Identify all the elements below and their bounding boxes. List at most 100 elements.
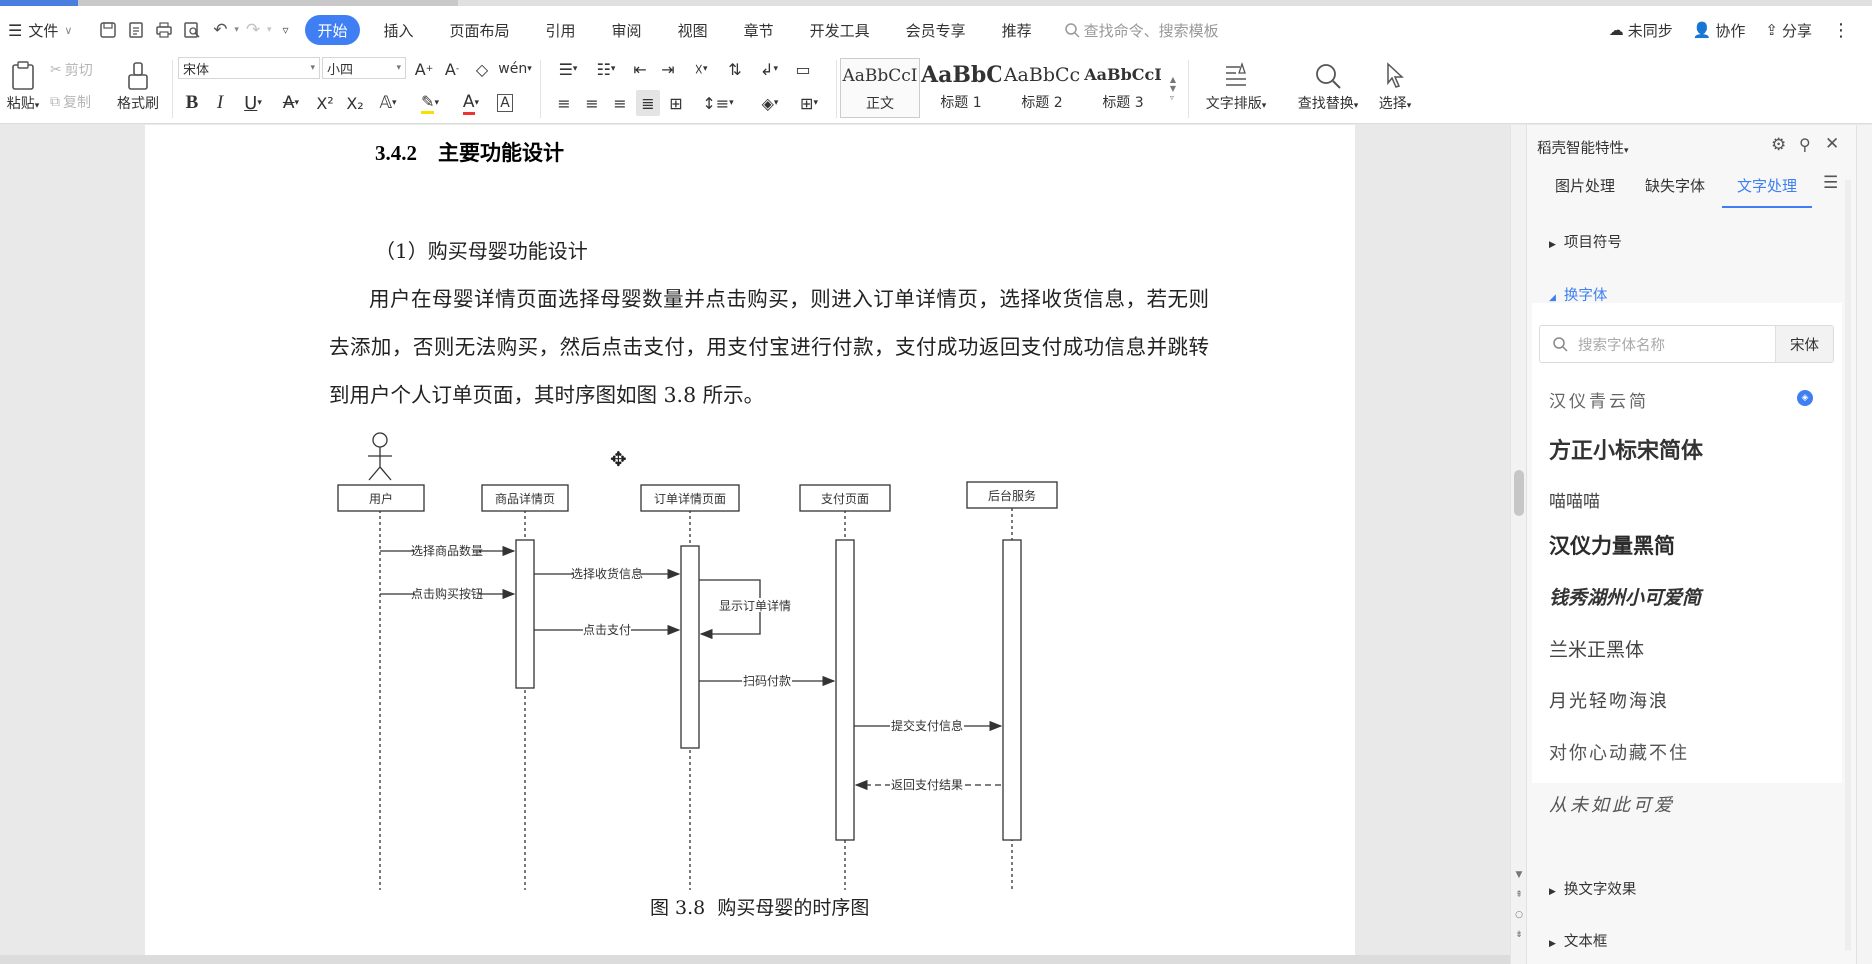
shading-icon[interactable]: ◈▾ xyxy=(761,93,779,113)
clear-format-icon[interactable]: ◇ xyxy=(475,59,489,79)
select-button[interactable]: 选择▾ xyxy=(1370,56,1420,118)
redo-icon[interactable]: ↷ xyxy=(245,20,261,40)
panel-scrollbar[interactable] xyxy=(1845,180,1851,950)
find-replace-button[interactable]: 查找替换▾ xyxy=(1290,56,1366,118)
style-heading-2[interactable]: AaBbCc 标题 2 xyxy=(1002,58,1082,118)
undo-dropdown-icon[interactable]: ▾ xyxy=(234,25,239,35)
line-spacing-icon[interactable]: ↕≡▾ xyxy=(702,93,734,113)
tab-home[interactable]: 开始 xyxy=(305,15,360,45)
paste-button[interactable]: 粘贴▾ xyxy=(2,56,44,118)
format-painter-button[interactable]: 格式刷 xyxy=(112,56,164,118)
file-menu[interactable]: ☰ 文件 ∨ xyxy=(0,15,84,45)
undo-icon[interactable]: ↶ xyxy=(213,20,228,40)
tab-text-processing[interactable]: 文字处理 xyxy=(1737,177,1798,195)
scrollbar-thumb[interactable] xyxy=(1514,470,1524,516)
text-direction-icon[interactable]: ↲▾ xyxy=(760,59,778,79)
redo-dropdown-icon[interactable]: ▾ xyxy=(266,25,272,35)
sort-icon[interactable]: ⇅ xyxy=(728,59,742,79)
active-doc-tab-indicator[interactable] xyxy=(0,0,78,6)
right-tool-rail[interactable] xyxy=(1856,125,1872,964)
increase-font-icon[interactable]: A+ xyxy=(414,59,434,79)
tab-member[interactable]: 会员专享 xyxy=(905,21,966,40)
phonetic-guide-icon[interactable]: wén▾ xyxy=(498,61,532,77)
distributed-icon[interactable]: ⊞ xyxy=(669,93,683,113)
tab-section[interactable]: 章节 xyxy=(743,21,774,40)
font-item[interactable]: 月光轻吻海浪 xyxy=(1549,691,1669,712)
vertical-scrollbar[interactable]: ▼ ⇞ ○ ⇟ xyxy=(1510,125,1526,964)
styles-scroll-icon[interactable]: ▲▼▿ xyxy=(1169,74,1177,102)
tab-review[interactable]: 审阅 xyxy=(611,21,642,40)
text-layout-button[interactable]: 文字排版▾ xyxy=(1196,56,1276,118)
font-item[interactable]: 喵喵喵 xyxy=(1549,492,1600,512)
font-color-icon[interactable]: A▾ xyxy=(454,90,488,116)
bullets-icon[interactable]: ☰▾ xyxy=(558,59,578,79)
tab-missing-fonts[interactable]: 缺失字体 xyxy=(1645,177,1706,195)
tab-image-processing[interactable]: 图片处理 xyxy=(1555,177,1616,195)
bold-icon[interactable]: B xyxy=(185,92,199,113)
cut-button[interactable]: ✂ 剪切 xyxy=(50,58,93,82)
pin-icon[interactable]: ⚲ xyxy=(1799,135,1811,154)
quick-access-dropdown-icon[interactable]: ▿ xyxy=(282,23,289,37)
tab-recommend[interactable]: 推荐 xyxy=(1001,21,1032,40)
superscript-icon[interactable]: X² xyxy=(316,93,334,113)
font-item[interactable]: 钱秀湖州小可爱简 xyxy=(1549,587,1702,609)
section-textbox[interactable]: ▶文本框 xyxy=(1549,930,1607,951)
align-center-icon[interactable]: ≡ xyxy=(585,93,599,113)
strikethrough-icon[interactable]: A▾ xyxy=(282,93,300,113)
font-item[interactable]: 汉仪青云简 xyxy=(1549,392,1649,412)
more-options-icon[interactable]: ⋮ xyxy=(1832,19,1850,41)
current-font-button[interactable]: 宋体 xyxy=(1775,326,1833,362)
copy-button[interactable]: ⧉ 复制 xyxy=(50,90,91,114)
underline-icon[interactable]: U▾ xyxy=(244,92,262,114)
borders-icon[interactable]: ⊞▾ xyxy=(800,93,818,113)
text-effect-icon[interactable]: 𝔸▾ xyxy=(379,93,397,113)
page-select-icon[interactable]: ○ xyxy=(1515,910,1523,920)
collab-button[interactable]: 👤 协作 xyxy=(1683,15,1756,45)
style-heading-3[interactable]: AaBbCcI 标题 3 xyxy=(1083,58,1163,118)
char-border-icon[interactable]: A xyxy=(492,90,518,116)
print-icon[interactable] xyxy=(150,16,178,44)
inactive-doc-tab-indicator[interactable] xyxy=(78,0,458,6)
numbering-icon[interactable]: ☷▾ xyxy=(596,59,616,79)
export-pdf-icon[interactable] xyxy=(122,16,150,44)
font-item[interactable]: 对你心动藏不住 xyxy=(1549,743,1689,764)
justify-icon[interactable]: ≣ xyxy=(636,90,660,116)
align-right-icon[interactable]: ≡ xyxy=(613,93,627,113)
menu-icon[interactable]: ☰ xyxy=(1823,173,1839,193)
align-left-icon[interactable]: ≡ xyxy=(557,93,571,113)
font-item[interactable]: 从未如此可爱 xyxy=(1549,795,1675,816)
chinese-layout-icon[interactable]: ☓▾ xyxy=(694,59,708,79)
sync-button[interactable]: ☁ 未同步 xyxy=(1599,15,1683,45)
document-page[interactable]: 3.4.2 主要功能设计 （1）购买母婴功能设计 用户在母婴详情页面选择母婴数量… xyxy=(145,125,1355,964)
font-name-select[interactable]: 宋体 ▾ xyxy=(178,57,320,79)
command-search[interactable]: 查找命令、搜索模板 xyxy=(1064,20,1219,41)
close-icon[interactable]: ✕ xyxy=(1825,134,1840,154)
subscript-icon[interactable]: X₂ xyxy=(346,93,364,113)
save-icon[interactable] xyxy=(94,16,122,44)
document-area[interactable]: 3.4.2 主要功能设计 （1）购买母婴功能设计 用户在母婴详情页面选择母婴数量… xyxy=(0,125,1510,964)
style-normal[interactable]: AaBbCcI 正文 xyxy=(840,58,920,118)
decrease-font-icon[interactable]: A- xyxy=(444,59,460,79)
section-change-font[interactable]: ◢换字体 xyxy=(1549,284,1607,305)
style-heading-1[interactable]: AaBbC 标题 1 xyxy=(921,58,1001,118)
font-size-select[interactable]: 小四 ▾ xyxy=(322,57,406,79)
increase-indent-icon[interactable]: ⇥ xyxy=(661,59,675,79)
section-bullets[interactable]: ▶项目符号 xyxy=(1549,231,1622,252)
highlight-color-icon[interactable]: ✎▾ xyxy=(412,90,448,116)
next-page-icon[interactable]: ⇟ xyxy=(1515,930,1523,940)
tab-page-layout[interactable]: 页面布局 xyxy=(449,21,510,40)
decrease-indent-icon[interactable]: ⇤ xyxy=(633,59,647,79)
font-item[interactable]: 兰米正黑体 xyxy=(1549,639,1645,661)
show-marks-icon[interactable]: ▭ xyxy=(795,59,811,79)
paste-dropdown-icon[interactable]: ▾ xyxy=(34,101,40,111)
scroll-down-icon[interactable]: ▼ xyxy=(1515,870,1523,880)
share-button[interactable]: ⇪ 分享 xyxy=(1755,15,1822,45)
prev-page-icon[interactable]: ⇞ xyxy=(1515,890,1523,900)
font-item[interactable]: 汉仪力量黑简 xyxy=(1549,534,1675,558)
tab-insert[interactable]: 插入 xyxy=(383,21,414,40)
tab-references[interactable]: 引用 xyxy=(545,21,576,40)
gear-icon[interactable]: ⚙ xyxy=(1771,135,1787,155)
font-item[interactable]: 方正小标宋简体 xyxy=(1549,438,1704,464)
panel-title[interactable]: 稻壳智能特性▾ xyxy=(1537,137,1629,158)
section-text-effects[interactable]: ▶换文字效果 xyxy=(1549,878,1636,899)
